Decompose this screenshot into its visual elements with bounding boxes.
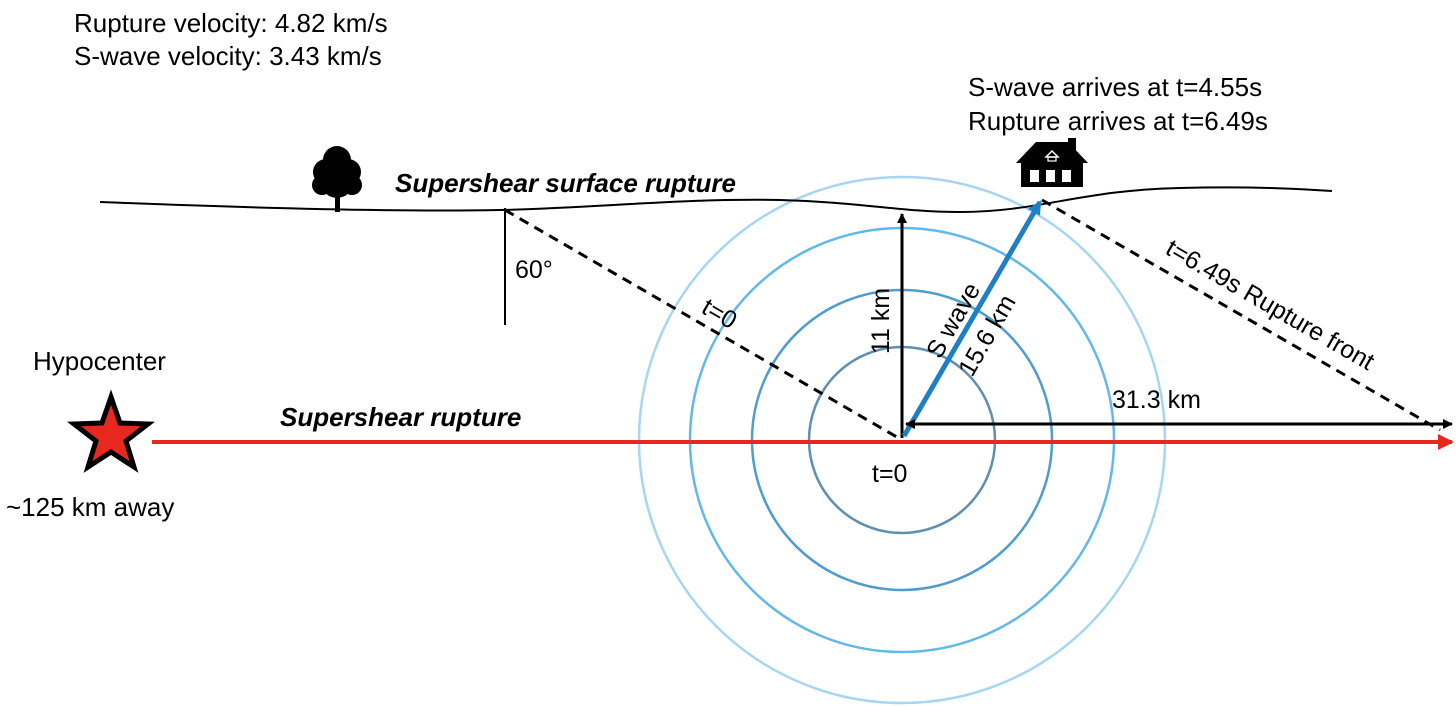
hypocenter-label: Hypocenter — [33, 346, 166, 376]
t0-origin-label: t=0 — [872, 460, 907, 488]
surface-rupture-label: Supershear surface rupture — [395, 168, 736, 198]
rupture-front-label: t=6.49s Rupture front — [1161, 234, 1379, 376]
t0-front-label: t=0 — [697, 293, 742, 335]
depth-label: 11 km — [867, 288, 895, 354]
s-wave-arrow — [901, 200, 1043, 438]
s-wave-velocity-label: S-wave velocity: 3.43 km/s — [74, 41, 382, 71]
ground-surface-line — [99, 186, 1333, 214]
hypocenter-distance-label: ~125 km away — [6, 492, 174, 522]
tree-icon — [312, 146, 362, 212]
rupture-velocity-label: Rupture velocity: 4.82 km/s — [74, 8, 388, 38]
horizontal-distance-label: 31.3 km — [1112, 386, 1201, 414]
rupture-front-dashed-line — [1041, 198, 1441, 432]
angle-label: 60° — [515, 256, 553, 284]
star-icon — [66, 389, 156, 473]
supershear-rupture-label: Supershear rupture — [280, 402, 521, 432]
house-icon — [1016, 138, 1088, 187]
t0-front-dashed-line — [504, 208, 903, 442]
rupture-arrival-label: Rupture arrives at t=6.49s — [968, 106, 1268, 136]
s-wave-arrival-label: S-wave arrives at t=4.55s — [968, 72, 1262, 102]
